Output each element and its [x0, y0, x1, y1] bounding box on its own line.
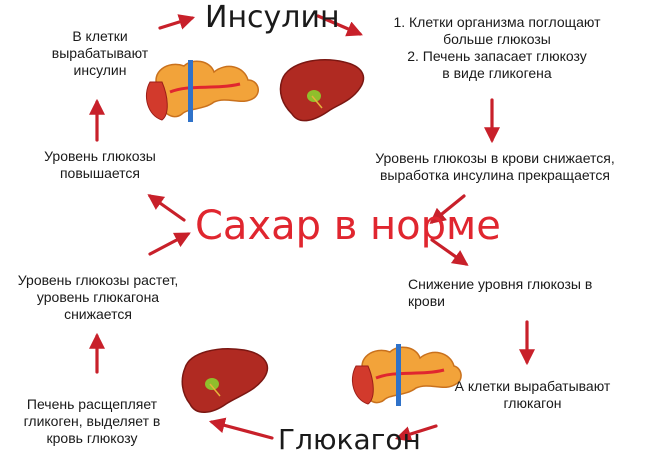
text-line: снижается [64, 306, 132, 322]
liver-breaks-glycogen-text: Печень расщепляет гликоген, выделяет в к… [6, 396, 178, 447]
text-line: выработка инсулина прекращается [379, 167, 611, 183]
text-line: вырабатывают [51, 45, 149, 61]
glucose-decreases-text: Уровень глюкозы в крови снижается, выраб… [345, 150, 645, 184]
text-line: Уровень глюкозы в крови снижается, [375, 150, 615, 166]
arrow-to-insulin [158, 14, 196, 30]
liver-illustration-top [279, 59, 365, 122]
text-line: крови [408, 293, 445, 309]
text-line: в виде гликогена [442, 65, 552, 81]
liver-illustration-bottom [181, 348, 269, 413]
glucose-drop-text: Снижение уровня глюкозы в крови [408, 276, 648, 310]
glucagon-label: Глюкагон [278, 423, 421, 456]
arrow-left-low-to-center [148, 232, 191, 256]
text-line: А клетки вырабатывают [454, 378, 611, 394]
arrow-right-to-center [429, 194, 466, 225]
arrow-center-to-right-low [430, 238, 469, 266]
center-label: Сахар в норме [195, 203, 501, 249]
glucose-grows-text: Уровень глюкозы растет, уровень глюкагон… [0, 272, 196, 323]
text-line: больше глюкозы [443, 31, 551, 47]
text-line: В клетки [72, 28, 128, 44]
text-line: повышается [59, 165, 141, 181]
insulin-label: Инсулин [205, 0, 340, 35]
text-line: Уровень глюкозы растет, [17, 272, 179, 288]
arrow-glucagon-left [208, 417, 274, 440]
text-line: уровень глюкагона [36, 289, 160, 305]
arrow-center-to-left-up [147, 194, 186, 222]
text-line: Уровень глюкозы [44, 148, 156, 164]
text-line: Снижение уровня глюкозы в [408, 276, 593, 292]
pancreas-illustration-top [146, 60, 259, 122]
text-line: инсулин [73, 62, 127, 78]
glucose-rises-text: Уровень глюкозы повышается [30, 148, 170, 182]
text-line: кровь глюкозу [46, 430, 138, 446]
text-line: глюкагон [503, 395, 562, 411]
text-line: гликоген, выделяет в [23, 413, 161, 429]
cells-produce-insulin-text: В клетки вырабатывают инсулин [50, 28, 150, 79]
text-line: 1. Клетки организма поглощают [393, 14, 601, 30]
arrow-insulin-to-effects [316, 14, 363, 37]
text-line: Печень расщепляет [26, 396, 158, 412]
cells-produce-glucagon-text: А клетки вырабатывают глюкагон [440, 378, 625, 412]
insulin-effects-text: 1. Клетки организма поглощают больше глю… [362, 14, 632, 82]
arrow-to-glucagon [394, 424, 438, 442]
pancreas-illustration-bottom [352, 344, 462, 406]
text-line: 2. Печень запасает глюкозу [407, 48, 587, 64]
